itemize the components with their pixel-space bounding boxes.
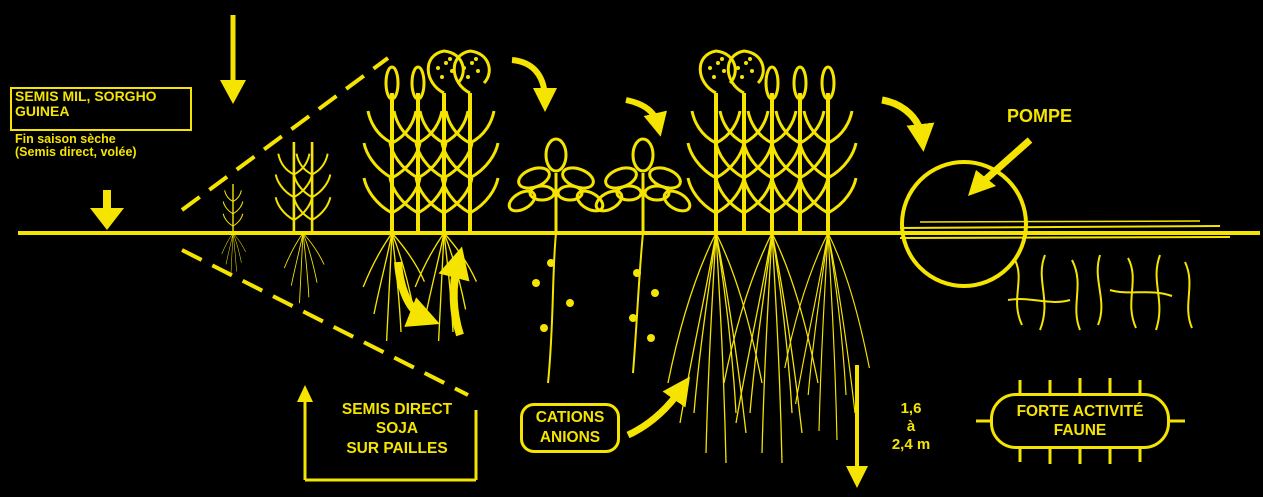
- ground-line: [18, 221, 1260, 238]
- curved-arrow-icon: [882, 100, 922, 138]
- depth-line3: 2,4 m: [880, 436, 942, 454]
- pump-label: POMPE: [1007, 107, 1072, 126]
- pump-circle-icon: [902, 140, 1030, 286]
- fauna-galleries: [1008, 255, 1192, 330]
- fauna-line1: FORTE ACTIVITÉ: [1017, 402, 1144, 421]
- cations-anions-badge: CATIONS ANIONS: [520, 403, 620, 453]
- down-arrow-icon: [90, 190, 124, 230]
- soja-label: SEMIS DIRECT SOJA SUR PAILLES: [318, 400, 476, 458]
- young-millet-icon: [276, 142, 331, 303]
- millet-plant-group-icon: [668, 51, 869, 463]
- seedling-icon: [222, 184, 246, 275]
- millet-plant-group-icon: [363, 51, 498, 341]
- depth-line2: à: [880, 418, 942, 436]
- curved-arrow-icon: [512, 60, 545, 100]
- recycle-arrow-icon: [454, 262, 460, 335]
- growth-wedge: [182, 58, 468, 395]
- sowing-subtitle: Fin saison sèche (Semis direct, volée): [15, 133, 137, 159]
- sowing-down-arrow-icon: [220, 15, 246, 104]
- fauna-activity-badge: FORTE ACTIVITÉ FAUNE: [990, 393, 1170, 449]
- soy-plant-icon: [506, 139, 606, 383]
- sowing-title: SEMIS MIL, SORGHO GUINEA: [15, 89, 185, 118]
- root-depth-label: 1,6 à 2,4 m: [880, 400, 942, 454]
- depth-arrow-icon: [846, 365, 868, 488]
- soja-line2: SOJA: [318, 419, 476, 438]
- nutrient-arrow-icon: [628, 388, 682, 435]
- sowing-title-text: SEMIS MIL, SORGHO GUINEA: [15, 88, 157, 119]
- curved-arrow-icon: [626, 100, 658, 125]
- sowing-subtitle-line2: (Semis direct, volée): [15, 146, 137, 159]
- recycle-arrow-icon: [398, 262, 425, 318]
- anions-text: ANIONS: [536, 428, 605, 448]
- depth-line1: 1,6: [880, 400, 942, 418]
- cations-text: CATIONS: [536, 408, 605, 428]
- fauna-line2: FAUNE: [1017, 421, 1144, 440]
- soja-line3: SUR PAILLES: [318, 439, 476, 458]
- soja-line1: SEMIS DIRECT: [318, 400, 476, 419]
